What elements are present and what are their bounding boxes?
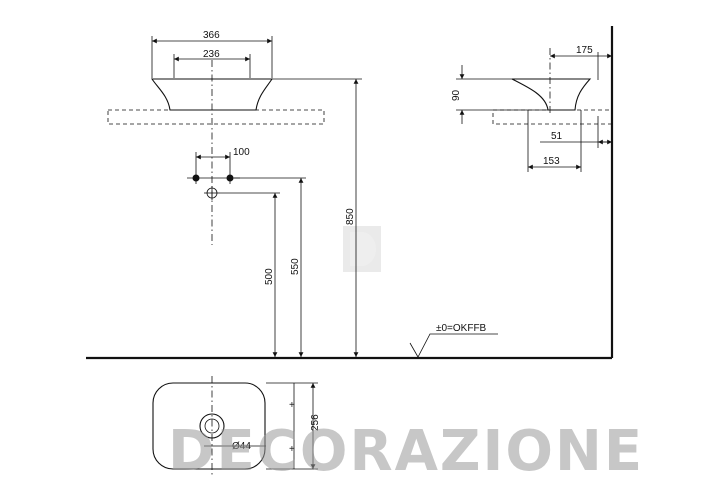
label-366: 366 — [203, 30, 220, 41]
label-100: 100 — [233, 147, 250, 158]
front-elevation — [107, 36, 362, 245]
plan-view: + + — [152, 376, 318, 476]
watermark-text: DECORAZIONE — [168, 419, 644, 484]
height-dimensions — [272, 79, 359, 357]
label-256: 256 — [310, 414, 321, 431]
label-500: 500 — [264, 268, 275, 285]
label-550: 550 — [290, 258, 301, 275]
tap-hole-left-icon — [192, 174, 200, 182]
floor-level-label: ±0=OKFFB — [436, 323, 487, 334]
profile-elevation — [456, 48, 613, 172]
floor-and-wall — [86, 26, 614, 360]
label-153: 153 — [543, 156, 560, 167]
tap-hole-right-icon — [226, 174, 234, 182]
watermark-logo — [343, 226, 381, 272]
label-51: 51 — [551, 131, 563, 142]
label-drain-diameter: Ø44 — [232, 441, 251, 452]
svg-text:+: + — [289, 400, 295, 411]
label-175: 175 — [576, 45, 593, 56]
svg-text:+: + — [289, 444, 295, 455]
tap-connections — [187, 152, 306, 200]
label-850: 850 — [345, 208, 356, 225]
label-236: 236 — [203, 49, 220, 60]
label-90: 90 — [451, 89, 462, 101]
